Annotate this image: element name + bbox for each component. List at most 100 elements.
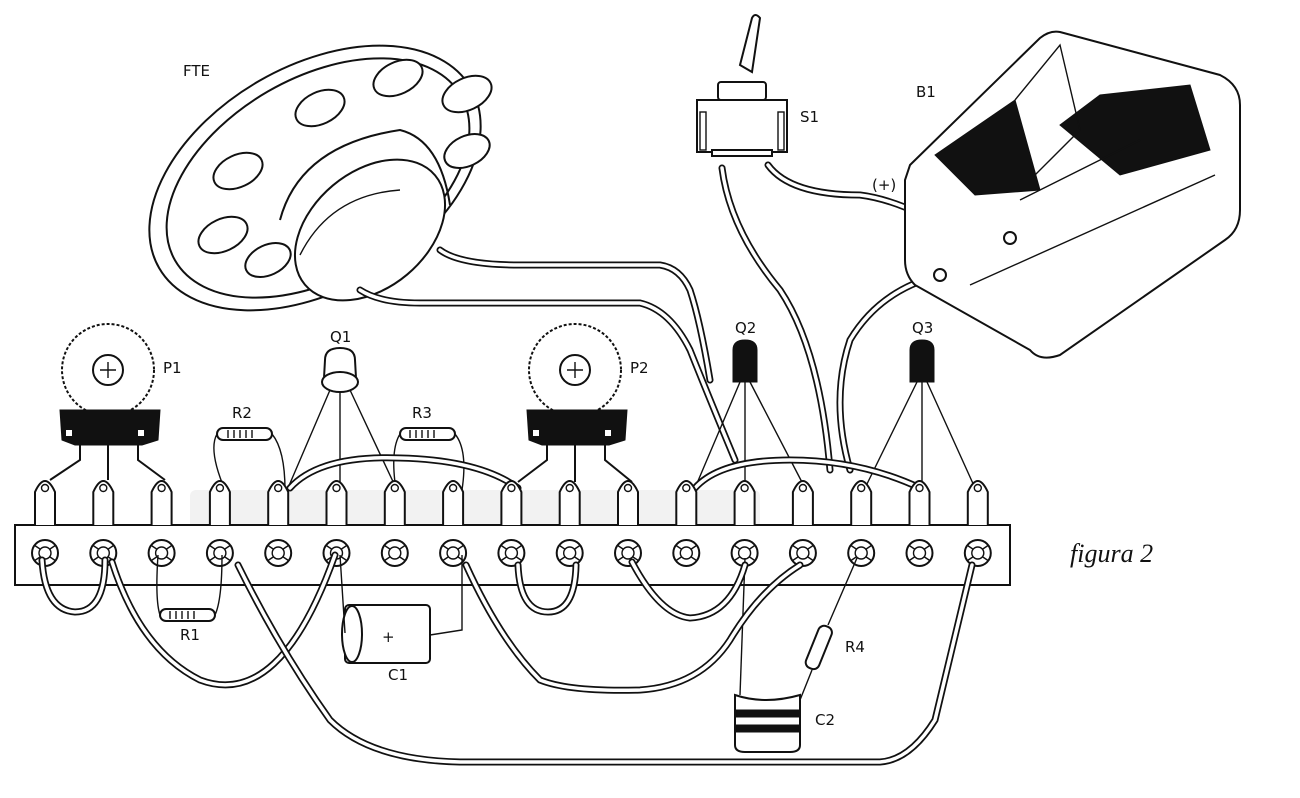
r1-label: R1 xyxy=(180,626,200,644)
screw-outer xyxy=(147,539,176,567)
screw-slots xyxy=(733,544,756,562)
resistor-r2 xyxy=(213,427,286,491)
resistor-r4 xyxy=(799,557,858,701)
screw-slots xyxy=(208,544,232,562)
screw-slots xyxy=(674,544,698,562)
terminal xyxy=(788,480,817,567)
speaker xyxy=(148,44,493,312)
screw-slots xyxy=(325,544,348,562)
potentiometer-p1 xyxy=(49,323,166,481)
lug-hole xyxy=(99,483,108,493)
screw-slots xyxy=(33,544,57,562)
screw-outer xyxy=(555,539,584,567)
terminal xyxy=(847,480,876,567)
q1-label: Q1 xyxy=(330,328,351,346)
r2-label: R2 xyxy=(232,404,252,422)
screw-outer xyxy=(905,539,934,567)
screw-slots xyxy=(791,544,815,562)
lug-hole xyxy=(623,483,633,493)
terminal xyxy=(497,480,526,567)
resistor-r1 xyxy=(156,554,223,622)
pot1-label: P1 xyxy=(163,359,182,377)
terminal xyxy=(555,480,584,567)
screw-center xyxy=(563,546,577,560)
lug-hole xyxy=(448,483,458,493)
jumper-top-1 xyxy=(286,454,522,492)
screw-slots xyxy=(908,544,931,562)
lug-hole xyxy=(274,483,283,493)
screw-slots xyxy=(849,544,873,562)
screw-outer xyxy=(847,539,876,567)
transistor-q3 xyxy=(864,339,976,489)
solder-lug xyxy=(850,480,873,525)
terminal xyxy=(380,480,409,567)
screw-center xyxy=(504,546,519,560)
screw-center xyxy=(912,546,927,560)
screw-outer xyxy=(439,539,468,567)
r3-label: R3 xyxy=(412,404,432,422)
screw-slots xyxy=(91,544,115,562)
solder-lug xyxy=(92,480,115,525)
q3-label: Q3 xyxy=(912,319,933,337)
speaker-wires xyxy=(356,246,739,464)
screw-outer xyxy=(788,539,817,567)
screw-slots xyxy=(266,544,290,562)
screw-slots xyxy=(500,544,523,562)
battery-label: B1 xyxy=(916,83,936,101)
terminal xyxy=(205,480,234,567)
solder-lug xyxy=(34,480,56,525)
lug-hole xyxy=(40,483,50,493)
screw-center xyxy=(154,546,169,560)
screw-slots xyxy=(383,544,407,562)
terminal xyxy=(89,480,118,567)
bottom-wires xyxy=(38,551,976,766)
lug-hole xyxy=(973,483,982,493)
lug-hole xyxy=(857,483,866,493)
pot2-label: P2 xyxy=(630,359,649,377)
lug-hole xyxy=(215,483,225,493)
lug-hole xyxy=(157,483,166,493)
terminal xyxy=(439,480,468,567)
terminal xyxy=(31,480,59,567)
speaker-label: FTE xyxy=(183,62,210,80)
screw-outer xyxy=(497,539,526,567)
solder-lug xyxy=(150,480,173,525)
lug-hole xyxy=(507,483,516,493)
solder-lug xyxy=(908,480,931,525)
screw-slots xyxy=(558,544,582,562)
screw-center xyxy=(213,546,227,560)
lug-hole xyxy=(682,483,691,493)
switch-label: S1 xyxy=(800,108,819,126)
terminal xyxy=(905,480,934,567)
lug-hole xyxy=(332,483,341,493)
solder-lug xyxy=(267,480,290,525)
lug-hole xyxy=(915,483,924,493)
solder-lug xyxy=(500,480,523,525)
switch-s1 xyxy=(696,14,788,157)
screw-center xyxy=(971,546,985,560)
screw-slots xyxy=(966,544,990,562)
screw-center xyxy=(796,546,810,560)
figure-caption: figura 2 xyxy=(1070,539,1153,568)
resistor-r3 xyxy=(393,427,465,491)
screw-outer xyxy=(205,539,234,567)
screw-outer xyxy=(963,539,992,567)
lug-hole xyxy=(565,483,574,493)
q2-label: Q2 xyxy=(735,319,756,337)
screw-outer xyxy=(380,539,409,567)
screw-outer xyxy=(672,539,701,567)
terminal xyxy=(614,480,642,567)
c1-polarity: + xyxy=(382,628,395,646)
terminal xyxy=(672,480,701,567)
c2-label: C2 xyxy=(815,711,835,729)
terminal-strip xyxy=(14,480,1011,586)
screw-center xyxy=(621,546,635,560)
solder-lug xyxy=(208,480,231,525)
screw-center xyxy=(446,546,460,560)
terminal xyxy=(963,480,992,567)
solder-lug xyxy=(733,480,756,525)
solder-lug xyxy=(325,480,348,525)
potentiometer-p2 xyxy=(517,323,633,483)
screw-center xyxy=(854,546,868,560)
c1-label: C1 xyxy=(388,666,408,684)
